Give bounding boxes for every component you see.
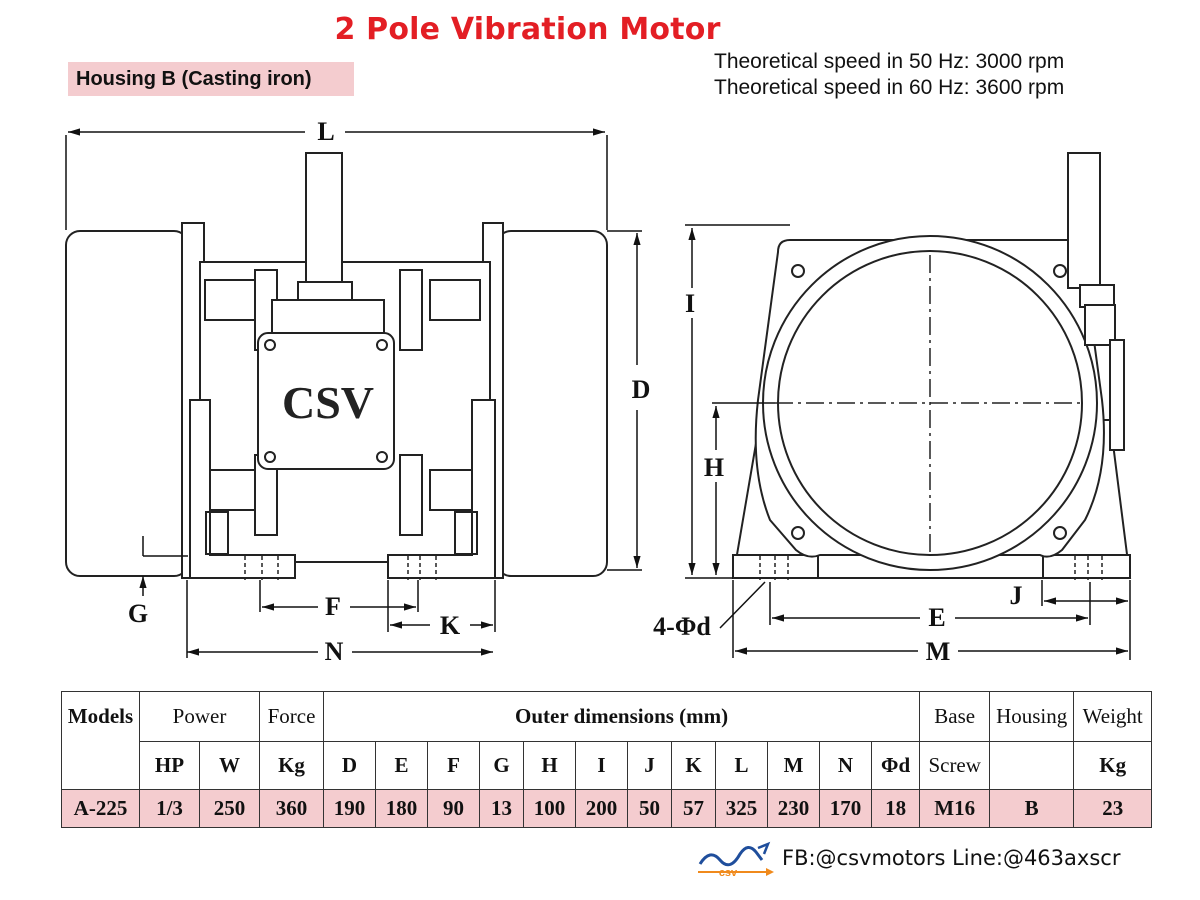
th-housing: Housing bbox=[989, 691, 1075, 742]
th-unit: N bbox=[819, 741, 873, 790]
dim-label-D: D bbox=[632, 375, 651, 404]
front-dimensions bbox=[65, 128, 642, 658]
dim-label-phid: 4-Φd bbox=[653, 612, 711, 641]
housing-label: Housing B (Casting iron) bbox=[68, 62, 354, 96]
table-cell: 230 bbox=[767, 789, 821, 828]
table-cell: 100 bbox=[523, 789, 577, 828]
table-cell: M16 bbox=[919, 789, 991, 828]
front-view bbox=[65, 152, 608, 580]
speed-60hz: Theoretical speed in 60 Hz: 3600 rpm bbox=[714, 76, 1065, 99]
dim-label-H: H bbox=[704, 453, 724, 482]
table-cell: 50 bbox=[627, 789, 673, 828]
th-unit: K bbox=[671, 741, 717, 790]
table-cell: 180 bbox=[375, 789, 429, 828]
th-unit: I bbox=[575, 741, 629, 790]
th-outer-dimensions: Outer dimensions (mm) bbox=[323, 691, 921, 742]
side-view bbox=[731, 152, 1132, 580]
table-cell: 23 bbox=[1073, 789, 1153, 828]
th-unit: Kg bbox=[1073, 741, 1153, 790]
side-dimensions bbox=[685, 224, 1131, 660]
th-unit: L bbox=[715, 741, 769, 790]
spec-table: Models Power Force Outer dimensions (mm)… bbox=[61, 691, 1153, 828]
dim-label-N: N bbox=[325, 637, 344, 666]
table-cell: B bbox=[989, 789, 1075, 828]
th-weight: Weight bbox=[1073, 691, 1153, 742]
dim-label-I: I bbox=[685, 289, 695, 318]
th-models: Models bbox=[61, 691, 140, 790]
dim-label-J: J bbox=[1010, 581, 1023, 610]
table-cell: 90 bbox=[427, 789, 481, 828]
dim-label-M: M bbox=[926, 637, 951, 666]
dim-label-G: G bbox=[128, 599, 148, 628]
table-cell: 13 bbox=[479, 789, 525, 828]
table-cell: 360 bbox=[259, 789, 325, 828]
th-unit: M bbox=[767, 741, 821, 790]
table-row: A-225 1/3 250 360 190 180 90 13 100 200 … bbox=[61, 789, 1153, 828]
th-power: Power bbox=[138, 691, 261, 742]
table-cell: 170 bbox=[819, 789, 873, 828]
table-cell: 57 bbox=[671, 789, 717, 828]
th-unit bbox=[989, 741, 1075, 790]
th-unit: D bbox=[323, 741, 377, 790]
th-unit: Φd bbox=[871, 741, 921, 790]
body-csv-text: CSV bbox=[282, 377, 374, 428]
speed-50hz: Theoretical speed in 50 Hz: 3000 rpm bbox=[714, 50, 1065, 73]
dim-label-K: K bbox=[440, 611, 461, 640]
table-cell: A-225 bbox=[61, 789, 140, 828]
page-title: 2 Pole Vibration Motor bbox=[334, 12, 721, 47]
table-cell: 190 bbox=[323, 789, 377, 828]
dim-label-L: L bbox=[317, 117, 334, 146]
th-unit: W bbox=[198, 741, 261, 790]
th-unit: G bbox=[479, 741, 525, 790]
th-unit: H bbox=[523, 741, 577, 790]
dim-label-E: E bbox=[928, 603, 945, 632]
th-unit: Screw bbox=[919, 741, 991, 790]
csv-logo: csv bbox=[698, 841, 774, 879]
motor-drawing: CSV L D G F K N bbox=[65, 117, 1132, 666]
th-force: Force bbox=[259, 691, 325, 742]
th-unit: Kg bbox=[259, 741, 325, 790]
table-cell: 200 bbox=[575, 789, 629, 828]
th-unit: E bbox=[375, 741, 429, 790]
table-cell: 18 bbox=[871, 789, 921, 828]
th-unit: J bbox=[627, 741, 673, 790]
table-cell: 1/3 bbox=[139, 789, 200, 828]
th-base: Base bbox=[919, 691, 991, 742]
th-unit: HP bbox=[139, 741, 200, 790]
th-unit: F bbox=[427, 741, 481, 790]
table-cell: 250 bbox=[198, 789, 261, 828]
logo-text: csv bbox=[719, 867, 738, 879]
dim-label-F: F bbox=[325, 592, 341, 621]
footer-contact: FB:@csvmotors Line:@463axscr bbox=[782, 846, 1121, 870]
table-cell: 325 bbox=[715, 789, 769, 828]
